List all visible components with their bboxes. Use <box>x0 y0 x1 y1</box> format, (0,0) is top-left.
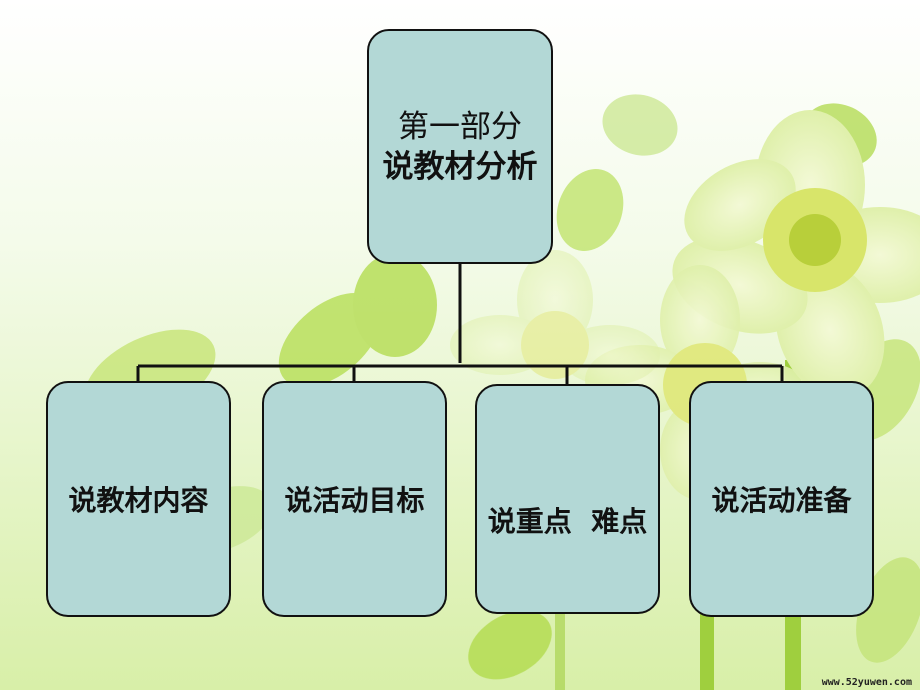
child-node-label: 说重点 难点 <box>487 505 648 538</box>
child-node-label: 说活动目标 <box>284 484 425 517</box>
child-node-activity-goals: 说活动目标 <box>262 381 447 617</box>
child-node-label: 说活动准备 <box>711 484 852 517</box>
child-node-teaching-content: 说教材内容 <box>46 381 231 617</box>
child-node-key-difficult-points: 说重点 难点 <box>475 384 660 614</box>
watermark: www.52yuwen.com <box>821 677 912 688</box>
root-node-title: 说教材分析 <box>382 148 538 185</box>
root-node: 第一部分 说教材分析 <box>367 29 553 264</box>
child-node-activity-preparation: 说活动准备 <box>689 381 874 617</box>
child-node-label: 说教材内容 <box>68 484 209 517</box>
root-node-subtitle: 第一部分 <box>398 108 522 145</box>
